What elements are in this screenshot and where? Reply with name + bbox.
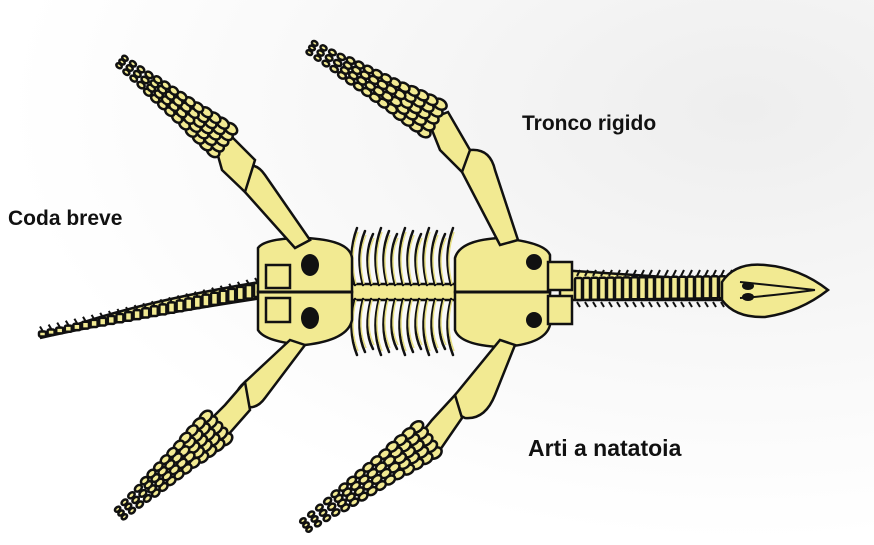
rib-cage <box>350 228 458 355</box>
pectoral-girdle <box>455 238 572 347</box>
flipper-rear-upper <box>115 55 310 248</box>
label-arti-a-natatoia: Arti a natatoia <box>528 435 681 462</box>
flipper-front-lower <box>299 340 515 533</box>
label-tronco-rigido: Tronco rigido <box>522 112 656 136</box>
pelvic-girdle <box>258 238 352 345</box>
tail <box>39 278 262 338</box>
skull <box>722 265 828 317</box>
label-coda-breve: Coda breve <box>8 207 122 231</box>
flipper-front-upper <box>306 40 518 245</box>
neck <box>560 270 740 307</box>
flipper-rear-lower <box>114 340 305 520</box>
